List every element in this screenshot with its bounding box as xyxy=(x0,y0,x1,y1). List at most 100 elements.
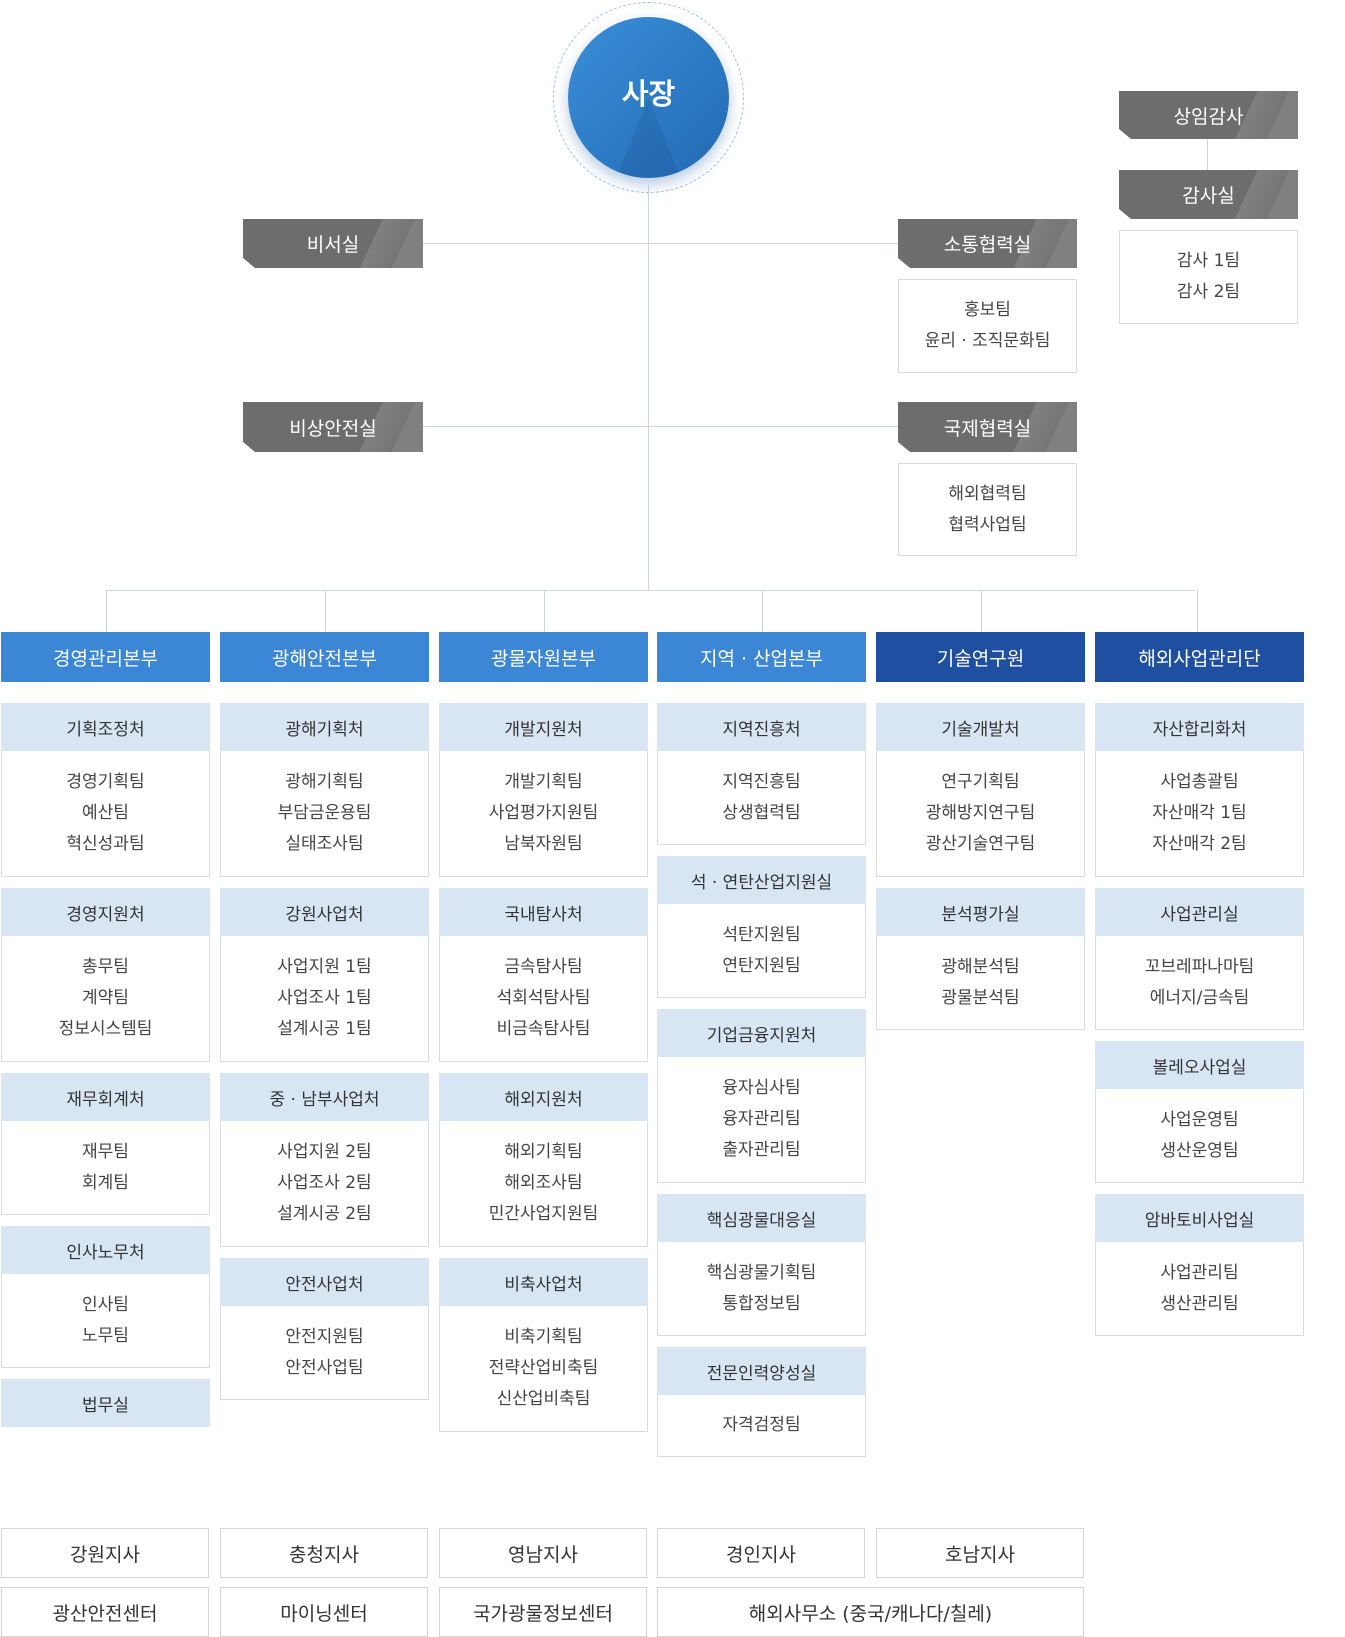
division-header[interactable]: 광해안전본부 xyxy=(220,632,429,682)
communication-office-box[interactable]: 소통협력실 xyxy=(898,219,1077,268)
communication-team: 윤리 · 조직문화팀 xyxy=(924,331,1051,351)
communication-office-label: 소통협력실 xyxy=(943,234,1032,256)
department-title[interactable]: 분석평가실 xyxy=(876,888,1085,936)
team-item: 연탄지원팀 xyxy=(722,955,801,976)
branch-office[interactable]: 경인지사 xyxy=(657,1528,865,1578)
branch-center[interactable]: 해외사무소 (중국/캐나다/칠레) xyxy=(657,1587,1084,1637)
team-item: 자격검정팀 xyxy=(722,1415,801,1435)
department-title[interactable]: 인사노무처 xyxy=(1,1226,210,1274)
department-title[interactable]: 전문인력양성실 xyxy=(657,1347,866,1395)
team-item: 예산팀 xyxy=(82,803,129,823)
division-label: 경영관리본부 xyxy=(53,647,158,670)
branch-center[interactable]: 마이닝센터 xyxy=(220,1587,428,1637)
department-title[interactable]: 석 · 연탄산업지원실 xyxy=(657,856,866,904)
department-title[interactable]: 핵심광물대응실 xyxy=(657,1194,866,1242)
team-item: 실태조사팀 xyxy=(285,834,364,854)
team-item: 설계시공 1팀 xyxy=(277,1019,372,1039)
secretary-office-box[interactable]: 비서실 xyxy=(243,219,423,268)
team-item: 해외조사팀 xyxy=(504,1173,583,1193)
auditor-box[interactable]: 상임감사 xyxy=(1119,91,1298,139)
connector-main-vertical xyxy=(648,185,649,590)
department-title[interactable]: 사업관리실 xyxy=(1095,888,1304,936)
department-title[interactable]: 기업금융지원처 xyxy=(657,1009,866,1057)
team-item: 광해분석팀 xyxy=(941,956,1020,977)
branch-office[interactable]: 호남지사 xyxy=(876,1528,1084,1578)
department-title[interactable]: 강원사업처 xyxy=(220,888,429,936)
communication-teams-box: 홍보팀 윤리 · 조직문화팀 xyxy=(898,279,1077,373)
communication-team: 홍보팀 xyxy=(964,300,1011,320)
team-item: 안전사업팀 xyxy=(285,1357,364,1378)
audit-office-box[interactable]: 감사실 xyxy=(1119,170,1298,219)
department-title[interactable]: 중 · 남부사업처 xyxy=(220,1073,429,1121)
international-team: 해외협력팀 xyxy=(948,483,1027,504)
branch-center[interactable]: 광산안전센터 xyxy=(1,1587,209,1637)
secretary-office-label: 비서실 xyxy=(306,234,360,256)
team-item: 지역진흥팀 xyxy=(722,771,801,792)
department-title[interactable]: 경영지원처 xyxy=(1,888,210,936)
department-card: 법무실 xyxy=(1,1379,210,1427)
international-office-box[interactable]: 국제협력실 xyxy=(898,402,1077,452)
team-item: 사업운영팀 xyxy=(1160,1109,1239,1130)
department-title[interactable]: 법무실 xyxy=(1,1379,210,1427)
department-title[interactable]: 안전사업처 xyxy=(220,1258,429,1306)
department-title[interactable]: 볼레오사업실 xyxy=(1095,1041,1304,1089)
division-header[interactable]: 해외사업관리단 xyxy=(1095,632,1304,682)
branch-office[interactable]: 강원지사 xyxy=(1,1528,209,1578)
team-item: 출자관리팀 xyxy=(722,1140,801,1160)
department-title[interactable]: 재무회계처 xyxy=(1,1073,210,1121)
department-teams: 자격검정팀 xyxy=(657,1395,866,1457)
division-header[interactable]: 기술연구원 xyxy=(876,632,1085,682)
department-title[interactable]: 암바토비사업실 xyxy=(1095,1194,1304,1242)
department-title[interactable]: 지역진흥처 xyxy=(657,703,866,751)
branch-center[interactable]: 국가광물정보센터 xyxy=(439,1587,647,1637)
department-title[interactable]: 기획조정처 xyxy=(1,703,210,751)
department-title[interactable]: 광해기획처 xyxy=(220,703,429,751)
international-office-label: 국제협력실 xyxy=(943,417,1032,440)
department-title[interactable]: 해외지원처 xyxy=(439,1073,648,1121)
ceo-node[interactable]: 사장 xyxy=(568,17,729,178)
connector-division-drop xyxy=(762,590,763,632)
division-header[interactable]: 경영관리본부 xyxy=(1,632,210,682)
branch-office[interactable]: 충청지사 xyxy=(220,1528,428,1578)
department-title[interactable]: 국내탐사처 xyxy=(439,888,648,936)
emergency-office-box[interactable]: 비상안전실 xyxy=(243,402,423,452)
team-item: 정보시스템팀 xyxy=(58,1019,153,1039)
team-item: 생산운영팀 xyxy=(1160,1140,1239,1161)
connector-audit xyxy=(1207,139,1208,170)
division-label: 광물자원본부 xyxy=(491,647,596,670)
connector-staff-top xyxy=(423,243,898,244)
team-item: 핵심광물기획팀 xyxy=(706,1262,817,1283)
team-item: 에너지/금속팀 xyxy=(1149,987,1250,1008)
team-item: 안전지원팀 xyxy=(285,1326,364,1347)
team-item: 해외기획팀 xyxy=(504,1142,583,1162)
team-item: 광산기술연구팀 xyxy=(925,834,1036,854)
branch-office[interactable]: 영남지사 xyxy=(439,1528,647,1578)
division-header[interactable]: 지역 · 산업본부 xyxy=(657,632,866,682)
division-header[interactable]: 광물자원본부 xyxy=(439,632,648,682)
team-item: 재무팀 xyxy=(82,1141,129,1162)
team-item: 금속탐사팀 xyxy=(504,957,583,977)
department-title[interactable]: 기술개발처 xyxy=(876,703,1085,751)
department-title[interactable]: 비축사업처 xyxy=(439,1258,648,1306)
department-title[interactable]: 자산합리화처 xyxy=(1095,703,1304,751)
department-title[interactable]: 개발지원처 xyxy=(439,703,648,751)
